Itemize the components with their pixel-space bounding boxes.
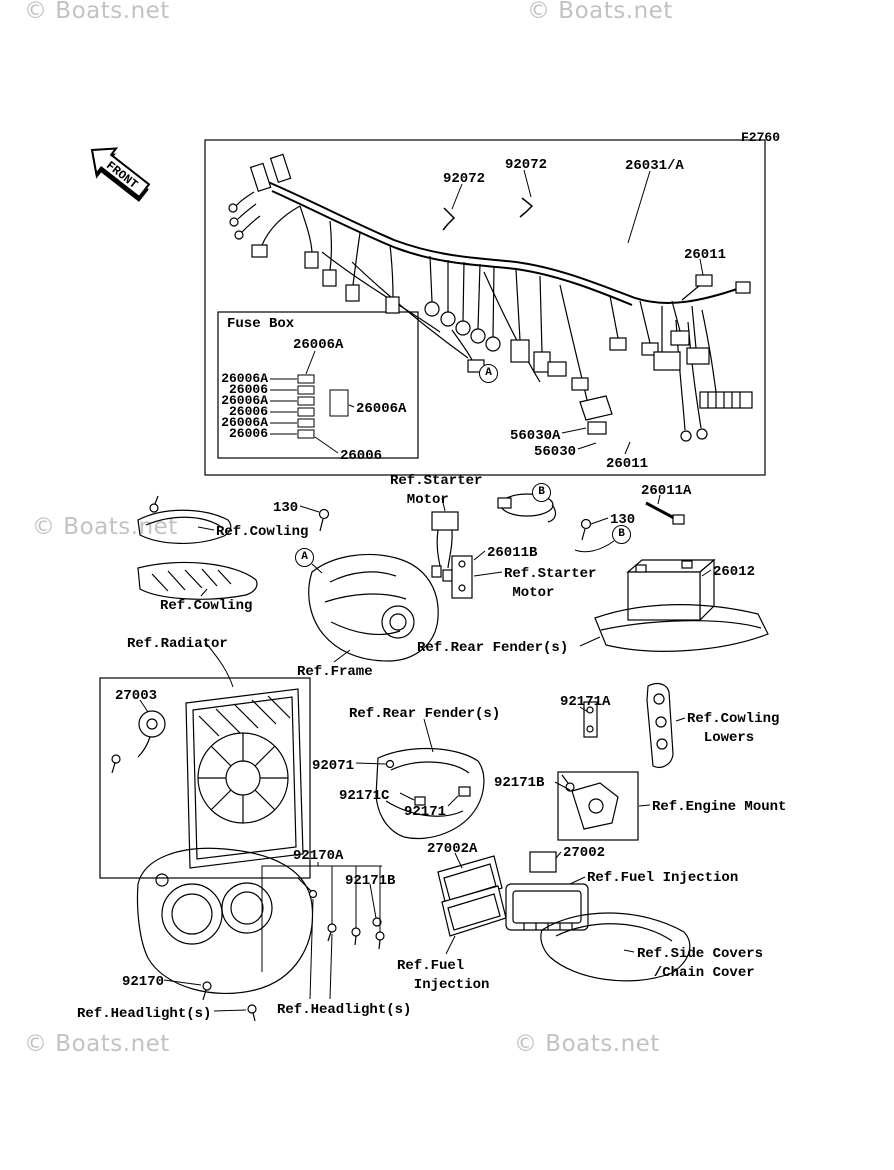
part-label-26011-1: 26011 [684, 247, 727, 263]
part-label-92171: 92171 [404, 804, 447, 820]
part-label-92170a: 92170A [293, 848, 344, 864]
ref-label-cowling-1: Ref.Cowling [216, 524, 309, 540]
rear-fender-drawings [375, 604, 769, 840]
part-label-92072-1: 92072 [443, 171, 486, 187]
starter-motor-parts [149, 493, 685, 599]
part-label-26011b: 26011B [487, 545, 538, 561]
part-label-26006-row2: 26006 [228, 382, 268, 397]
part-label-27002a: 27002A [427, 841, 478, 857]
ref-label-cowling-lowers: Ref.Cowling Lowers [687, 711, 780, 746]
part-label-27003: 27003 [115, 688, 158, 704]
cowling-drawings [137, 509, 258, 600]
cowling-lowers-drawing [583, 682, 674, 768]
callout-a-1: A [479, 364, 498, 383]
part-label-26012: 26012 [713, 564, 756, 580]
ref-label-side-covers: Ref.Side Covers /Chain Cover [637, 946, 764, 981]
ref-label-engine-mount: Ref.Engine Mount [652, 799, 787, 815]
part-label-92171c: 92171C [339, 788, 390, 804]
part-label-130-1: 130 [273, 500, 299, 516]
part-label-26031a: 26031/A [625, 158, 684, 174]
headlight-drawing [136, 847, 385, 1022]
part-label-26006a-row3: 26006A [221, 393, 268, 408]
part-label-92170: 92170 [122, 974, 165, 990]
ref-label-headlight-2: Ref.Headlight(s) [277, 1002, 412, 1018]
side-cover-drawing [540, 912, 691, 982]
part-label-92171a: 92171A [560, 694, 611, 710]
ref-label-frame: Ref.Frame [297, 664, 373, 680]
part-label-92171b-2: 92171B [345, 873, 396, 889]
leader-lines [139, 169, 712, 1012]
frame-drawing [308, 553, 439, 662]
part-label-26011a: 26011A [641, 483, 692, 499]
wiring-harness-trunk [267, 181, 741, 306]
part-label-56030: 56030 [534, 444, 577, 460]
part-label-130-2: 130 [610, 512, 636, 528]
part-label-26006a-row1: 26006A [221, 371, 268, 386]
part-label-92071: 92071 [312, 758, 355, 774]
part-label-26006-row4: 26006 [228, 404, 268, 419]
front-arrow-icon: FRONT [90, 147, 151, 202]
part-label-26006a-row5: 26006A [221, 415, 268, 430]
ref-label-fuel-injection-1: Ref.Fuel Injection [587, 870, 739, 886]
watermark: © Boats.net [24, 0, 170, 24]
ref-label-headlight-1: Ref.Headlight(s) [77, 1006, 212, 1022]
callout-a-2: A [295, 548, 314, 567]
callout-b-1: B [532, 483, 551, 502]
fuse-box-drawing [297, 374, 349, 439]
battery-drawing [626, 558, 716, 622]
part-label-92072-2: 92072 [505, 157, 548, 173]
part-label-92171b-1: 92171B [494, 775, 545, 791]
watermark: © Boats.net [527, 0, 673, 24]
outline-boxes [99, 139, 766, 879]
ref-label-radiator: Ref.Radiator [127, 636, 228, 652]
engine-mount-drawing [561, 774, 619, 830]
ref-label-starter-motor-1: Ref.Starter Motor [390, 473, 483, 508]
part-label-27002: 27002 [563, 845, 606, 861]
ref-label-starter-motor-2: Ref.Starter Motor [504, 566, 597, 601]
diagram-code: F2760 [741, 130, 781, 145]
fuse-box-leaders [270, 350, 355, 454]
callout-b-2: B [612, 525, 631, 544]
watermark: © Boats.net [24, 1031, 170, 1057]
part-label-56030a: 56030A [510, 428, 561, 444]
watermark: © Boats.net [514, 1031, 660, 1057]
ref-label-rear-fender-1: Ref.Rear Fender(s) [417, 640, 569, 656]
part-label-26006a-top: 26006A [293, 337, 344, 353]
part-label-26006-bottom: 26006 [340, 448, 383, 464]
part-label-26011-2: 26011 [606, 456, 649, 472]
watermark: © Boats.net [32, 514, 178, 540]
radiator-drawing [111, 688, 304, 869]
part-label-26006-row6: 26006 [228, 426, 268, 441]
part-label-26006a-right: 26006A [356, 401, 407, 417]
fuse-box-title: Fuse Box [227, 316, 295, 332]
ref-label-cowling-2: Ref.Cowling [160, 598, 253, 614]
ref-label-rear-fender-2: Ref.Rear Fender(s) [349, 706, 501, 722]
ref-label-fuel-injection-2: Ref.Fuel Injection [397, 958, 490, 993]
